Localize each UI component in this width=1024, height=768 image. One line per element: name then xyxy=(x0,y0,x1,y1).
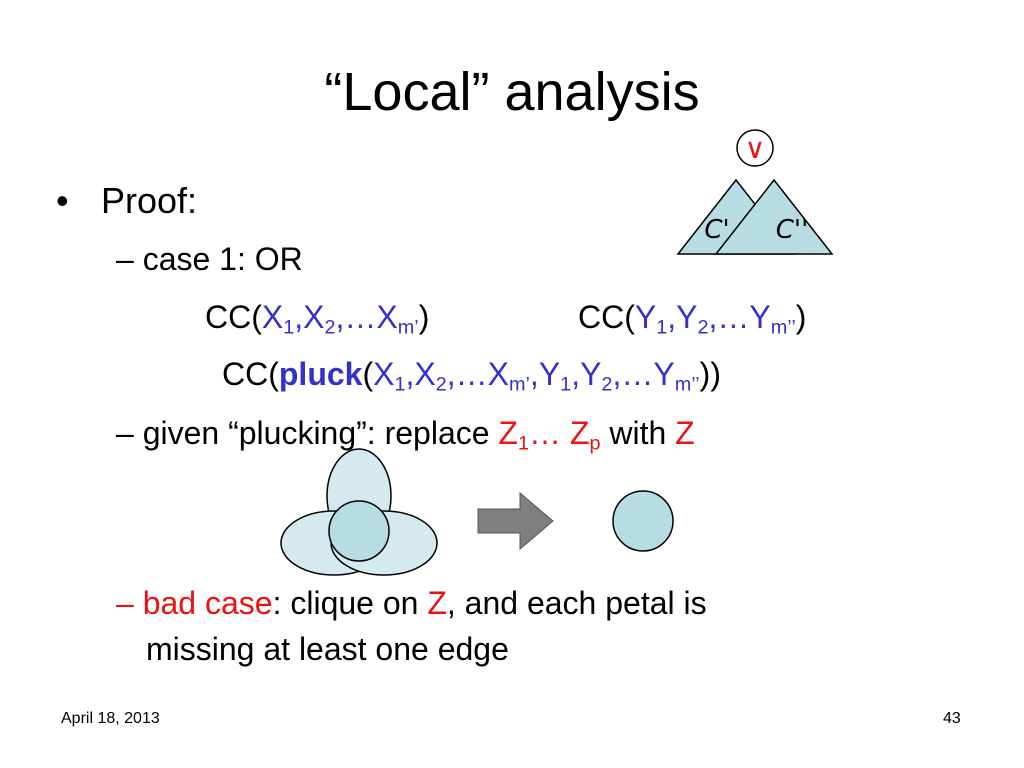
var-y: Y xyxy=(676,299,698,335)
slide-title: “Local” analysis xyxy=(324,62,700,122)
sub-2: 2 xyxy=(324,316,336,339)
dash-symbol: – xyxy=(116,415,134,451)
var-x: X xyxy=(373,356,395,392)
bullet-proof: • xyxy=(56,180,69,222)
or-tree-diagram: ∨ C' C'' xyxy=(676,129,834,255)
paren-open: ( xyxy=(362,356,374,392)
var-x: X xyxy=(487,356,509,392)
comma: , xyxy=(571,356,581,392)
sub-1: 1 xyxy=(656,316,668,339)
cc-y-expression: CC(Y1,Y2,…Ym’’) xyxy=(578,298,807,339)
sub-1: 1 xyxy=(394,373,406,396)
sub-1: 1 xyxy=(560,373,572,396)
sub-1: 1 xyxy=(283,316,295,339)
cc-prefix: CC( xyxy=(578,299,635,335)
center-clique-circle xyxy=(328,500,390,562)
bad-case-label: bad case xyxy=(142,585,273,621)
var-x: X xyxy=(303,299,325,335)
cc-close: ) xyxy=(795,299,807,335)
sub-m1: m’ xyxy=(508,373,530,396)
sub-m2: m’’ xyxy=(674,373,700,396)
comma: , xyxy=(405,356,415,392)
var-y: Y xyxy=(653,356,675,392)
pluck-word: pluck xyxy=(278,356,363,392)
cc-prefix: CC( xyxy=(222,356,279,392)
var-y: Y xyxy=(538,356,561,392)
bad-case-rest: : clique on xyxy=(272,585,428,621)
var-x: X xyxy=(261,299,284,335)
result-circle xyxy=(612,490,674,552)
footer-page-number: 43 xyxy=(943,710,961,727)
right-arrow-icon xyxy=(477,491,554,551)
ellipsis-sep: ,… xyxy=(446,356,488,392)
given-plucking-line: – given “plucking”: replace Z1… Zp with … xyxy=(116,414,695,455)
sub-2: 2 xyxy=(601,373,613,396)
var-x: X xyxy=(376,299,398,335)
comma: , xyxy=(667,299,677,335)
cc-x-expression: CC(X1,X2,…Xm’) xyxy=(205,298,430,339)
right-subtree-triangle xyxy=(714,178,834,255)
with-word: with xyxy=(600,415,676,451)
sub-2: 2 xyxy=(435,373,447,396)
proof-label: Proof: xyxy=(101,180,198,221)
comma: , xyxy=(529,356,539,392)
var-z: Z xyxy=(498,415,518,451)
var-x: X xyxy=(414,356,436,392)
var-y: Y xyxy=(634,299,657,335)
dash-symbol: – xyxy=(116,585,134,621)
ellipsis-sep: ,… xyxy=(335,299,377,335)
var-z: Z xyxy=(569,415,590,451)
sub-2: 2 xyxy=(697,316,709,339)
sub-1: 1 xyxy=(517,432,529,455)
bad-case-line2: missing at least one edge xyxy=(146,631,509,667)
case1-line: – case 1: OR xyxy=(116,240,303,278)
bad-case-line: – bad case: clique on Z, and each petal … xyxy=(116,584,707,622)
ellipsis-sep: ,… xyxy=(612,356,654,392)
case1-text: case 1: OR xyxy=(142,241,303,277)
plucking-diagram xyxy=(280,448,674,576)
cc-prefix: CC( xyxy=(205,299,262,335)
right-subtree-label: C'' xyxy=(776,215,808,245)
left-subtree-label: C' xyxy=(704,215,729,245)
bullet-symbol: • xyxy=(56,180,69,221)
var-z: Z xyxy=(675,415,695,451)
var-y: Y xyxy=(580,356,602,392)
comma: , xyxy=(294,299,304,335)
cc-close: ) xyxy=(418,299,430,335)
footer-date: April 18, 2013 xyxy=(61,710,160,727)
cc-pluck-expression: CC(pluck(X1,X2,…Xm’,Y1,Y2,…Ym’’)) xyxy=(222,355,721,396)
bad-case-rest2: , and each petal is xyxy=(446,585,707,621)
or-symbol: ∨ xyxy=(745,132,766,165)
dash-symbol: – xyxy=(116,241,134,277)
or-node-circle xyxy=(736,129,774,167)
sub-m1: m’ xyxy=(397,316,419,339)
cc-close-double: )) xyxy=(699,356,721,392)
var-y: Y xyxy=(749,299,771,335)
sub-p: p xyxy=(589,432,601,455)
ellipsis-space: … xyxy=(529,415,570,451)
ellipsis-sep: ,… xyxy=(708,299,750,335)
given-prefix: given “plucking”: replace xyxy=(142,415,499,451)
var-z: Z xyxy=(427,585,447,621)
sub-m2: m’’ xyxy=(770,316,796,339)
